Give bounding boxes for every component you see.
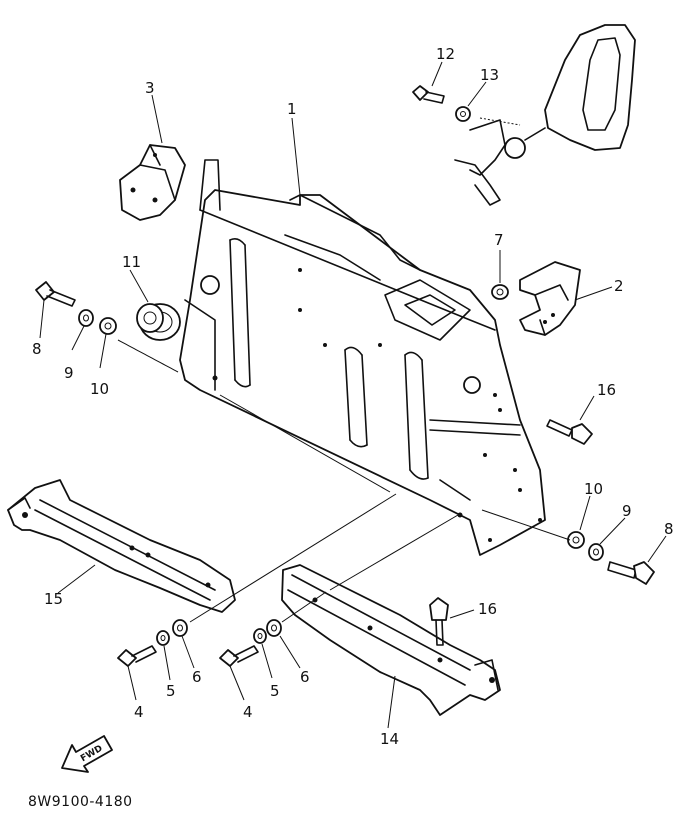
part-5-washer-left (156, 630, 171, 681)
callout-4-right: 4 (243, 703, 253, 721)
callout-5-left: 5 (166, 682, 176, 700)
part-13-washer (455, 81, 487, 122)
callout-10-right: 10 (584, 480, 603, 498)
part-10-washer-left (99, 317, 117, 369)
assembly-line-right (481, 509, 571, 541)
assembly-line-lower-right (329, 514, 459, 591)
part-14-rail (281, 564, 501, 729)
part-16-bolt-lower (429, 597, 475, 646)
callout-9-left: 9 (64, 364, 74, 382)
part-2-bracket (519, 261, 613, 336)
part-15-rail (7, 479, 236, 613)
part-4-bolt-right (219, 645, 259, 701)
part-8-bolt-right (607, 535, 667, 585)
assembly-line-lower-mid (281, 591, 327, 623)
callout-13: 13 (480, 66, 499, 84)
callout-1: 1 (287, 100, 297, 118)
part-7-nut (491, 250, 509, 300)
callout-6-left: 6 (192, 668, 202, 686)
part-16-bolt-right (546, 395, 595, 445)
part-4-bolt-left (117, 645, 157, 701)
callout-16-lower: 16 (478, 600, 497, 618)
part-12-bolt (412, 61, 445, 104)
callout-14: 14 (380, 730, 399, 748)
diagram-code: 8W9100-4180 (28, 794, 133, 810)
part-6-washer-right (266, 619, 301, 669)
callout-7: 7 (494, 231, 504, 249)
part-1-main-frame (179, 117, 546, 556)
callout-15: 15 (44, 590, 63, 608)
callout-6-right: 6 (300, 668, 310, 686)
assembly-line-left (117, 339, 179, 373)
callout-11: 11 (122, 253, 141, 271)
callout-8-left: 8 (32, 340, 42, 358)
part-9-washer-left (71, 309, 94, 351)
callout-12: 12 (436, 45, 455, 63)
callout-9-right: 9 (622, 502, 632, 520)
callout-10-left: 10 (90, 380, 109, 398)
assembly-line-frame (219, 394, 391, 493)
part-6-washer-left (172, 619, 195, 669)
callout-8-right: 8 (664, 520, 674, 538)
callout-4-left: 4 (134, 703, 144, 721)
part-10-washer-right (567, 495, 591, 549)
assembly-line-lower-left (189, 493, 397, 623)
callout-16-right: 16 (597, 381, 616, 399)
part-11-grommet (129, 269, 181, 341)
callout-5-right: 5 (270, 682, 280, 700)
callout-3: 3 (145, 79, 155, 97)
handle-assembly (454, 24, 636, 206)
callout-2: 2 (614, 277, 624, 295)
part-3-bracket (119, 94, 186, 221)
part-9-washer-right (588, 517, 626, 561)
part-8-bolt-left (35, 281, 76, 339)
forward-arrow-icon: FWD (61, 735, 113, 773)
part-5-washer-right (253, 628, 273, 679)
